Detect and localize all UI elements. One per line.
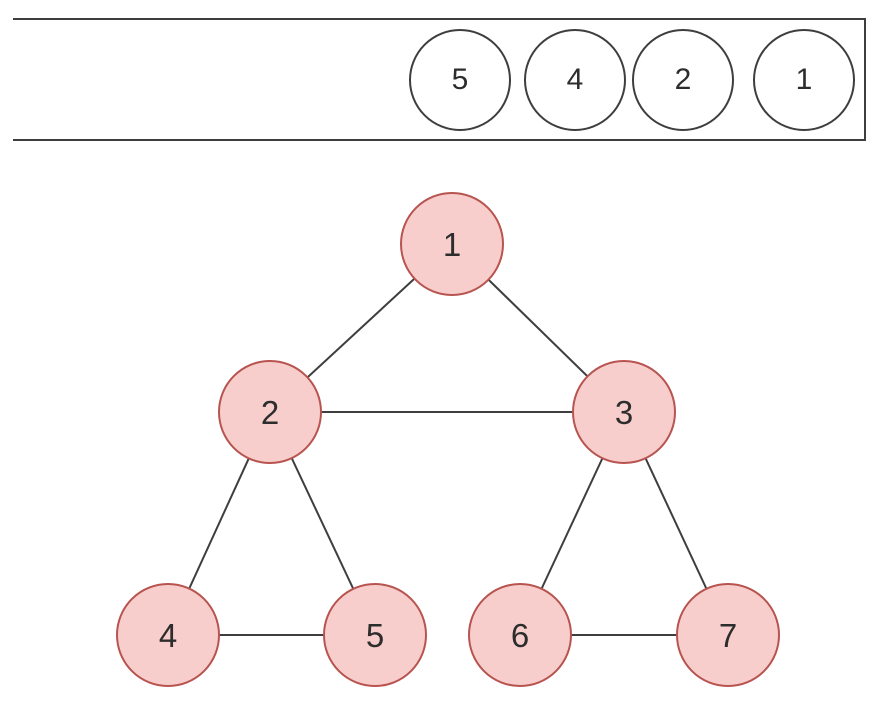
graph-node-6: 6 <box>468 583 572 687</box>
queue-container <box>13 18 866 141</box>
queue-item-4: 4 <box>524 29 626 131</box>
graph-node-2: 2 <box>218 360 322 464</box>
queue-item-1: 1 <box>753 29 855 131</box>
graph-node-1: 1 <box>400 192 504 296</box>
graph-node-3: 3 <box>572 360 676 464</box>
queue-item-5: 5 <box>409 29 511 131</box>
graph-node-5: 5 <box>323 583 427 687</box>
graph-node-7: 7 <box>676 583 780 687</box>
graph-node-4: 4 <box>116 583 220 687</box>
queue-item-2: 2 <box>632 29 734 131</box>
